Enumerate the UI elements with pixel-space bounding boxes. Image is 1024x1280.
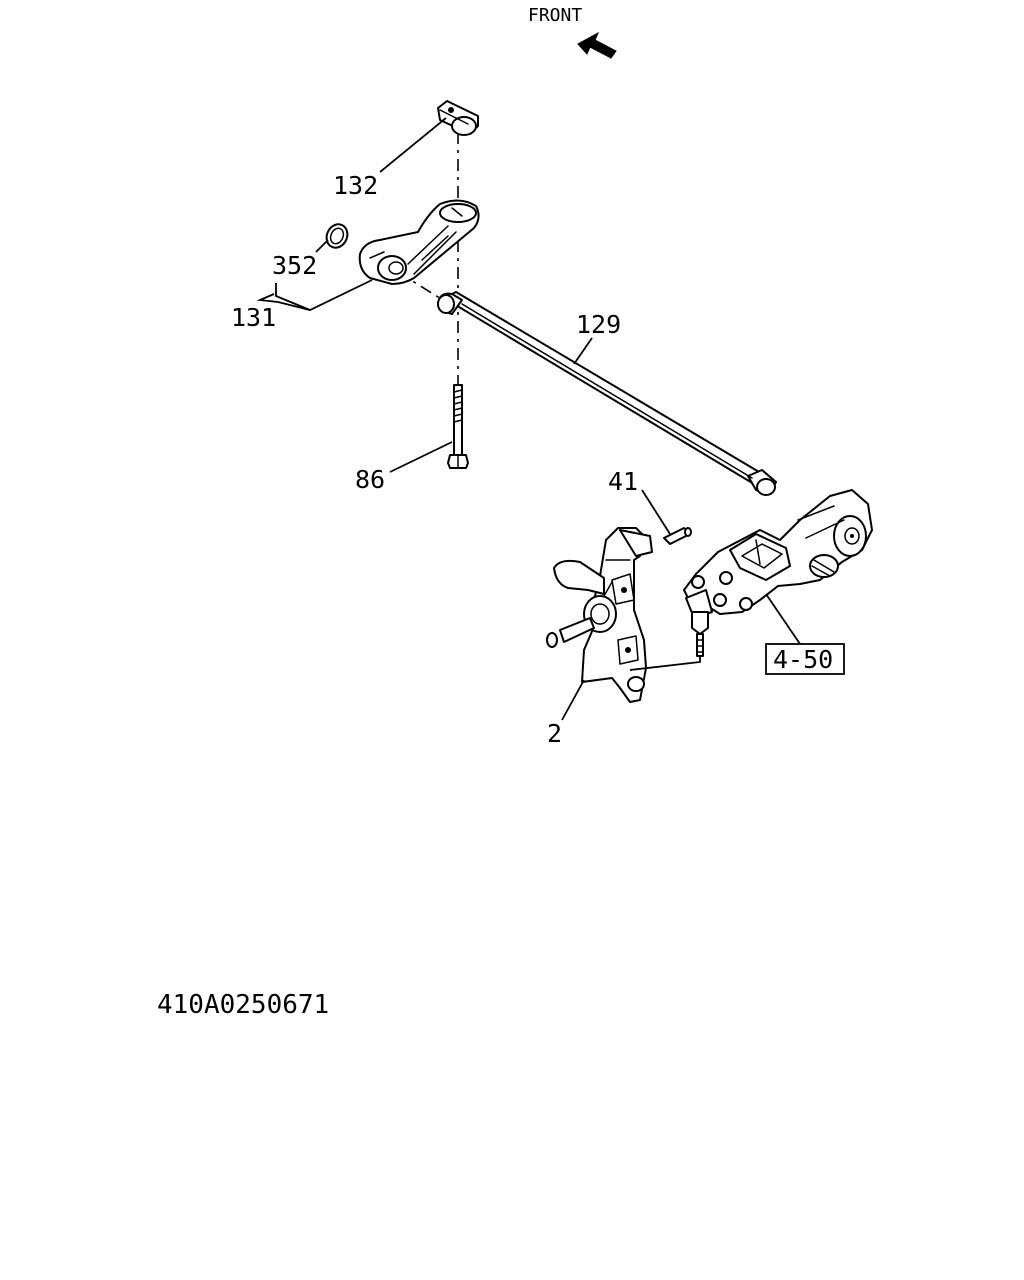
drawing-number: 410A0250671 [157,990,329,1020]
leader-4-50 [765,593,801,645]
lower-arm-assembly [683,489,873,657]
leader-352 [315,239,329,253]
leader-41 [641,489,671,535]
leader-2 [561,679,585,721]
front-arrow-icon [577,31,617,59]
callout-132: 132 [333,171,378,200]
part-131-idler-arm [358,199,480,285]
callout-86: 86 [355,465,385,494]
part-2-knuckle [546,527,653,703]
part-41-pin [663,527,692,545]
callout-4-50: 4-50 [773,645,833,674]
part-352-washer [325,223,349,249]
leader-131-bracket [275,283,311,311]
callout-129: 129 [576,310,621,339]
leader-129 [573,337,593,365]
leader-132 [379,117,447,173]
callout-41: 41 [608,467,638,496]
reference-box-4-50[interactable]: 4-50 [765,643,845,675]
part-129-link-rod [437,291,777,496]
part-86-bolt [447,384,469,469]
ball-joint-connection-line [629,656,701,671]
callout-2: 2 [547,719,562,748]
front-label: FRONT [528,5,582,26]
callout-352: 352 [272,251,317,280]
leader-86 [389,441,453,473]
leader-131 [256,279,373,311]
callout-131: 131 [231,303,276,332]
part-132-cap [437,100,479,136]
